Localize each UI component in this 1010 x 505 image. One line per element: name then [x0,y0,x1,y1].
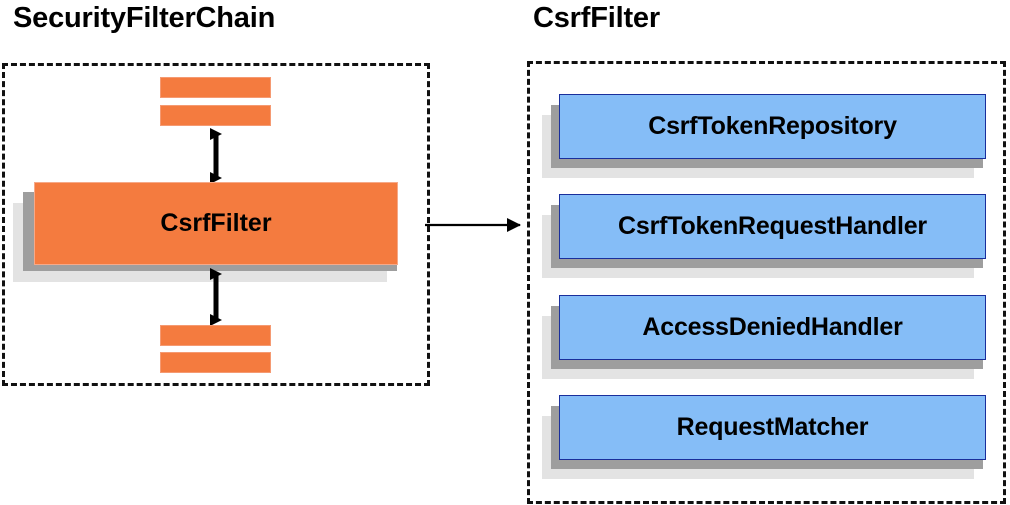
collaborator-box-accessdeniedhandler[interactable]: AccessDeniedHandler [559,295,986,360]
arrow-below-csrffilter [210,268,222,326]
left-panel-title: SecurityFilterChain [13,2,276,34]
filter-bar-below-2 [160,352,271,373]
connector-arrow [425,218,521,232]
filter-bar-above-1 [160,77,271,98]
collaborator-box-requestmatcher[interactable]: RequestMatcher [559,395,986,460]
filter-bar-below-1 [160,325,271,346]
csrffilter-box[interactable]: CsrfFilter [34,182,398,265]
collaborator-box-csrftokenrepository[interactable]: CsrfTokenRepository [559,94,986,159]
collaborator-box-csrftokenrequesthandler[interactable]: CsrfTokenRequestHandler [559,194,986,259]
collaborator-box-label: CsrfTokenRequestHandler [618,212,927,240]
collaborator-box-label: AccessDeniedHandler [642,313,903,341]
filter-bar-above-2 [160,105,271,126]
collaborator-box-label: CsrfTokenRepository [648,112,897,140]
right-panel-title: CsrfFilter [533,2,660,34]
arrow-above-csrffilter [210,128,222,184]
collaborator-box-label: RequestMatcher [676,413,869,441]
csrffilter-panel [527,61,1006,504]
csrffilter-box-label: CsrfFilter [160,209,272,237]
